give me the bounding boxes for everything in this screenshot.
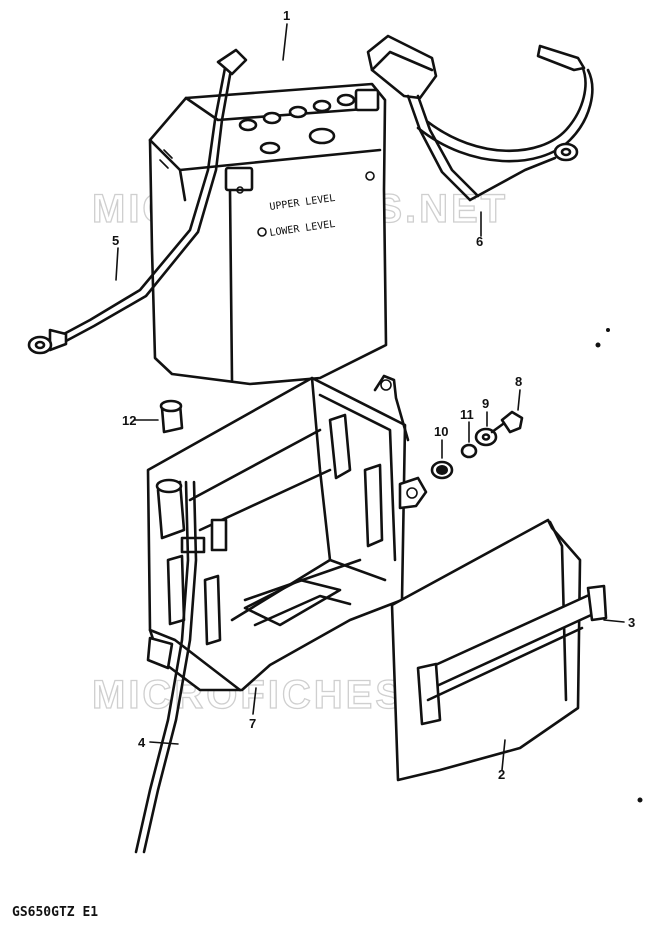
part-12-cap <box>159 399 184 434</box>
battery-cover <box>390 518 608 782</box>
callouts: 1 2 3 4 5 6 7 8 9 10 11 12 <box>112 8 635 782</box>
callout-7: 7 <box>249 716 256 731</box>
callout-8: 8 <box>515 374 522 389</box>
callout-9: 9 <box>482 396 489 411</box>
leader-lines <box>115 23 625 771</box>
callout-4: 4 <box>138 735 146 750</box>
battery-lead-cable <box>27 48 248 355</box>
vent-tube <box>134 478 198 854</box>
battery-cable-harness <box>366 34 594 202</box>
callout-2: 2 <box>498 767 505 782</box>
battery-tray <box>146 374 428 692</box>
callout-10: 10 <box>434 424 448 439</box>
callout-5: 5 <box>112 233 119 248</box>
callout-11: 11 <box>460 407 474 422</box>
model-code-label: GS650GTZ E1 <box>12 905 99 920</box>
callout-6: 6 <box>476 234 483 249</box>
callout-1: 1 <box>283 8 290 23</box>
callout-3: 3 <box>628 615 635 630</box>
hardware-parts <box>430 410 524 480</box>
scan-specks <box>595 328 643 803</box>
callout-12: 12 <box>122 413 136 428</box>
